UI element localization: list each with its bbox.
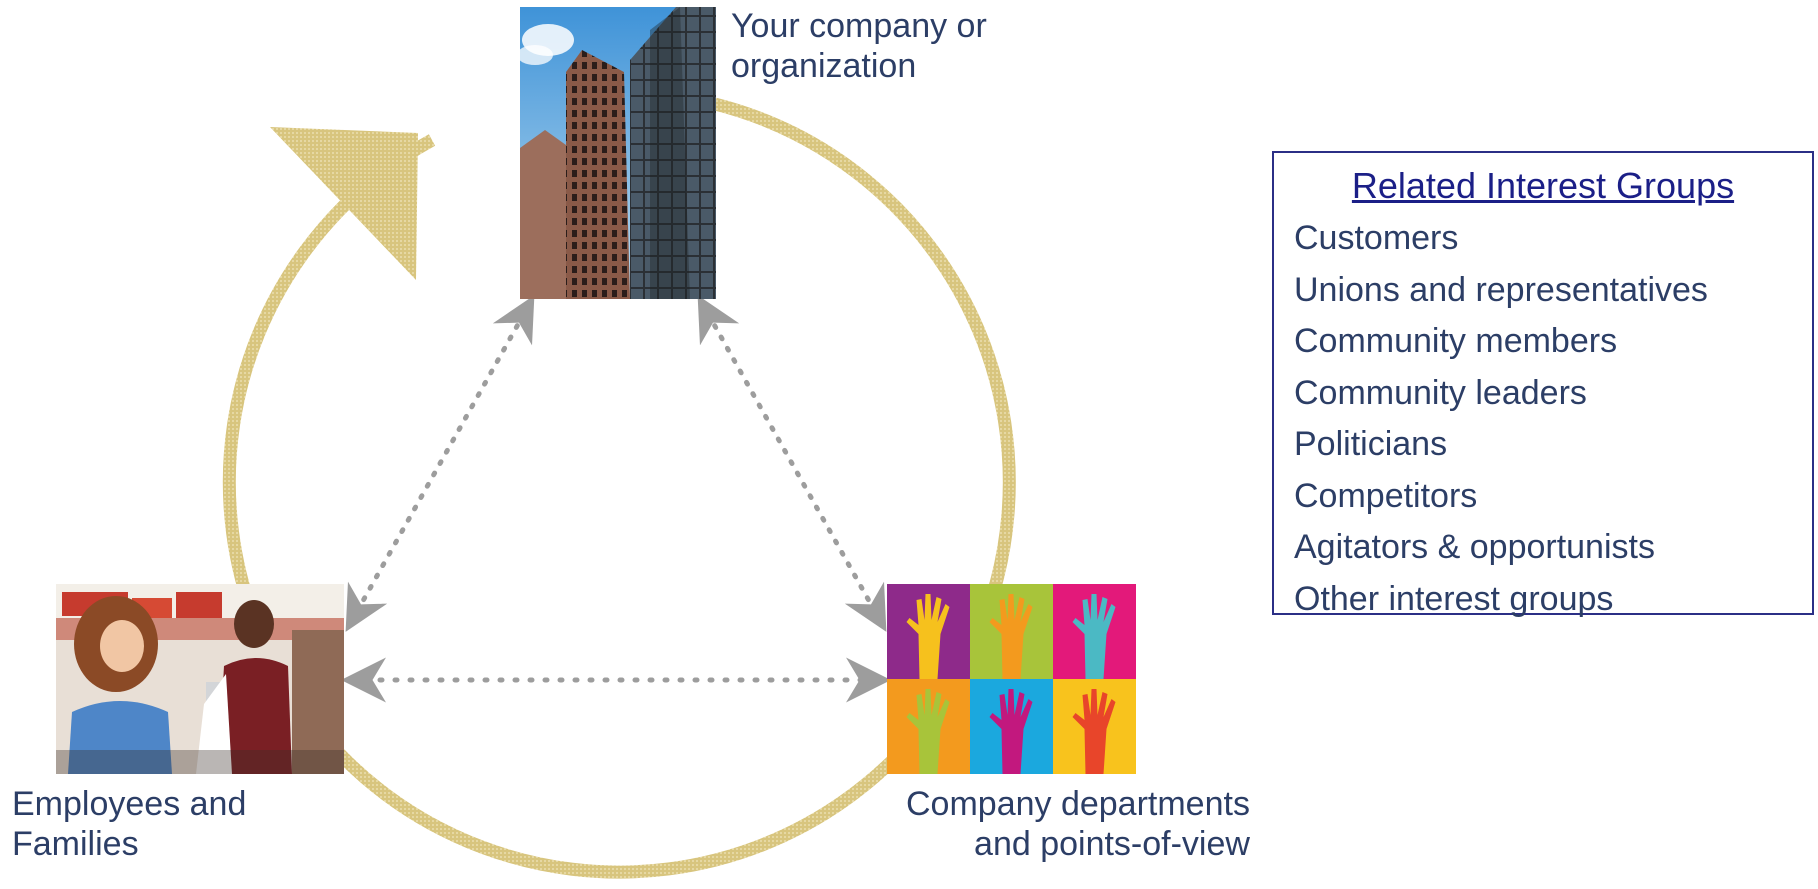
- hand-tile: [887, 679, 970, 774]
- connector-arrows: [341, 295, 891, 703]
- list-item: Politicians: [1294, 425, 1448, 463]
- raised-hand-icon: [1072, 689, 1116, 774]
- hand-tile: [970, 679, 1053, 774]
- hand-tile: [1053, 584, 1136, 679]
- raised-hand-icon: [906, 594, 950, 679]
- list-item: Customers: [1294, 219, 1459, 257]
- related-interest-groups-title[interactable]: Related Interest Groups: [1351, 165, 1735, 206]
- raised-hand-icon: [989, 594, 1033, 679]
- company-label: Your company or organization: [731, 6, 987, 86]
- cycle-ring-arc: [222, 97, 1016, 879]
- employees-label-line-2: Families: [12, 825, 139, 863]
- employees-label-line-1: Employees and: [12, 785, 247, 823]
- list-item: Community leaders: [1294, 373, 1587, 412]
- company-label-line-1: Your company or: [731, 7, 987, 45]
- departments-label-line-2: and points-of-view: [974, 825, 1250, 863]
- company-label-line-2: organization: [731, 47, 917, 85]
- raised-hand-icon: [989, 689, 1033, 774]
- connector-company-employees: [345, 295, 535, 632]
- list-item: Competitors: [1294, 476, 1478, 515]
- raised-hand-icon: [1072, 594, 1116, 679]
- employees-label: Employees and Families: [12, 784, 246, 864]
- list-item: Unions and representatives: [1294, 270, 1708, 309]
- list-item: Agitators & opportunists: [1294, 528, 1655, 566]
- connector-company-departments: [697, 295, 887, 632]
- raised-hands-collage-image: [887, 584, 1136, 774]
- cycle-ring: [222, 97, 1016, 879]
- cycle-arrowhead: [270, 127, 418, 280]
- related-interest-groups-box: Related Interest Groups Customers Unions…: [1272, 151, 1814, 618]
- hand-tile: [1053, 679, 1136, 774]
- hand-tile: [970, 584, 1053, 679]
- interest-groups-list: Customers Unions and representatives Com…: [1294, 213, 1708, 625]
- raised-hand-icon: [906, 689, 950, 774]
- departments-label-line-1: Company departments: [906, 785, 1250, 823]
- list-item: Community members: [1294, 322, 1618, 360]
- office-buildings-image: [517, 7, 716, 299]
- hand-tile: [887, 584, 970, 679]
- list-item: Other interest groups: [1294, 579, 1614, 618]
- cashier-and-employee-image: [56, 584, 344, 774]
- departments-label: Company departments and points-of-view: [906, 784, 1250, 864]
